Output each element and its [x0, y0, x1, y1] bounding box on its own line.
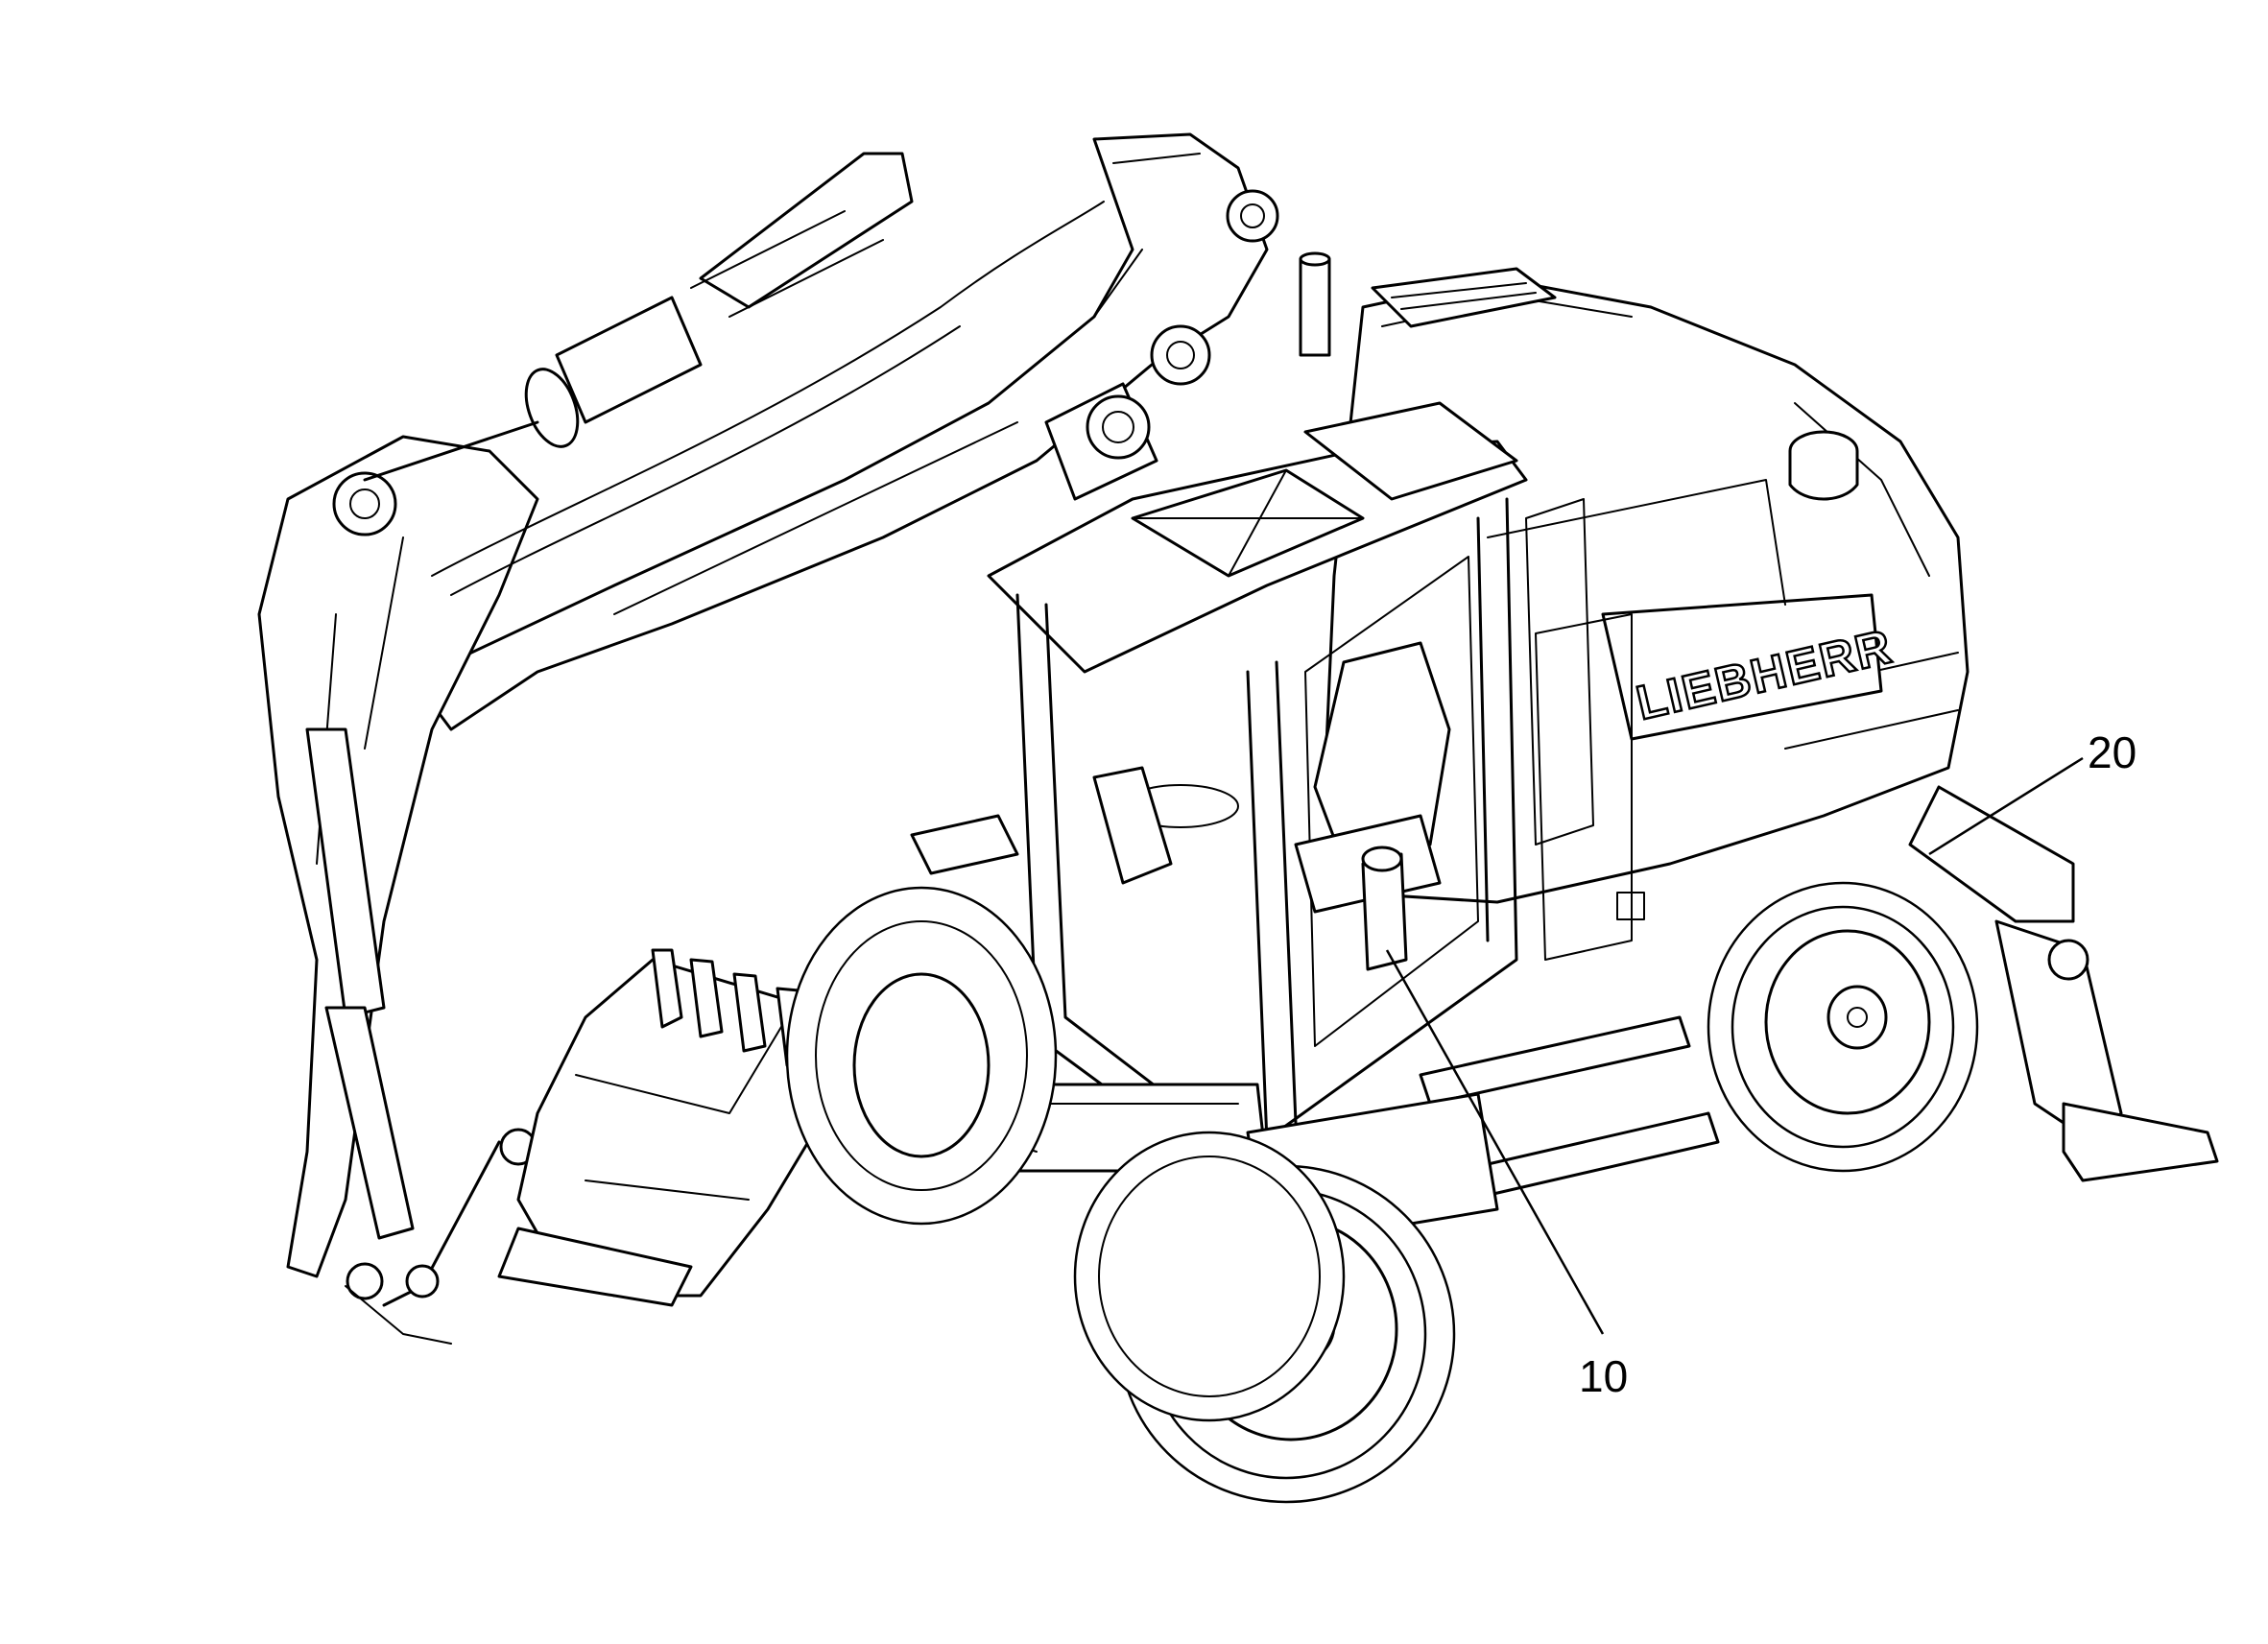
- rear-left-wheel: [785, 886, 1058, 1226]
- callout-10: 10: [1385, 949, 1628, 1401]
- rear-outrigger-stabilizer: [1908, 785, 2219, 1182]
- callout-label-10: 10: [1579, 1351, 1628, 1401]
- front-left-wheel: [1073, 1131, 1346, 1422]
- rear-right-wheel: [1707, 881, 1979, 1173]
- callout-label-20: 20: [2088, 727, 2137, 777]
- upper-carriage: LIEBHERR: [1299, 251, 1970, 1202]
- boom-assembly: [257, 132, 1279, 1345]
- callouts: 10 20: [1385, 727, 2137, 1401]
- wheels: [785, 881, 1979, 1504]
- callout-20: 20: [1928, 727, 2137, 856]
- operator-cab: [910, 401, 1594, 1173]
- callout-leader-line: [1385, 949, 1605, 1335]
- callout-leader-line: [1928, 756, 2084, 856]
